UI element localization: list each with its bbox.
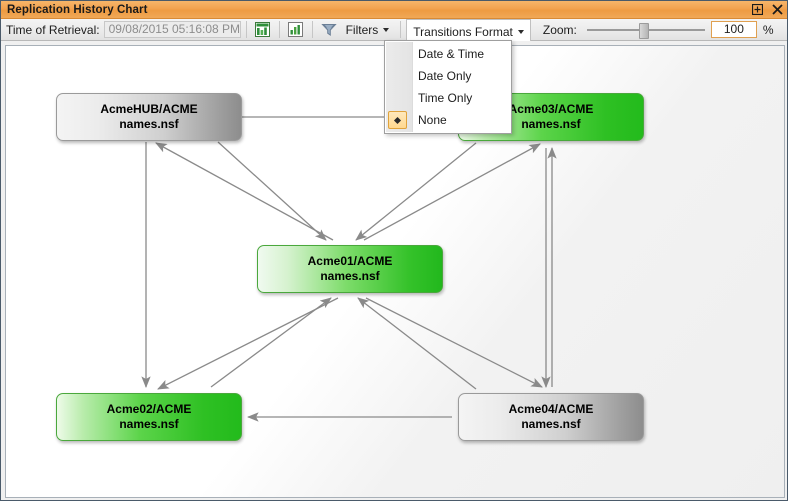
window-controls: [751, 3, 787, 16]
toolbar-separator: [245, 21, 247, 38]
edge-acme03-acme01: [355, 142, 477, 241]
toolbar-separator: [311, 21, 313, 38]
toolbar-separator: [278, 21, 280, 38]
selected-radio-icon: [388, 111, 407, 129]
transitions-format-label: Transitions Format: [413, 24, 513, 39]
transitions-format-menu-button[interactable]: Transitions Format: [406, 19, 531, 41]
filters-label: Filters: [345, 22, 379, 37]
zoom-slider-thumb[interactable]: [638, 22, 649, 39]
node-label-line2: names.nsf: [119, 117, 179, 131]
edge-acme04-acme01: [357, 297, 477, 390]
node-label-line2: names.nsf: [521, 417, 581, 431]
node-label-line1: Acme02/ACME: [106, 402, 192, 416]
funnel-icon[interactable]: [318, 20, 340, 40]
node-acme02[interactable]: Acme02/ACME names.nsf: [56, 393, 242, 441]
node-label-line1: Acme04/ACME: [508, 402, 594, 416]
menu-item-date-and-time[interactable]: Date & Time: [385, 43, 511, 65]
menu-item-time-only[interactable]: Time Only: [385, 87, 511, 109]
table-chart-icon[interactable]: [252, 20, 274, 40]
node-label-line1: AcmeHUB/ACME: [100, 102, 198, 116]
chevron-down-icon: [517, 29, 524, 34]
node-acmehub[interactable]: AcmeHUB/ACME names.nsf: [56, 93, 242, 141]
zoom-input[interactable]: 100: [710, 21, 757, 38]
transitions-format-dropdown-menu[interactable]: Date & Time Date Only Time Only None: [384, 40, 512, 134]
close-icon[interactable]: [771, 3, 784, 16]
node-label-line2: names.nsf: [521, 117, 581, 131]
node-acme01[interactable]: Acme01/ACME names.nsf: [257, 245, 443, 293]
menu-item-label: Date Only: [418, 69, 472, 83]
menu-item-date-only[interactable]: Date Only: [385, 65, 511, 87]
menu-item-none[interactable]: None: [385, 109, 511, 131]
edge-hub-acme01: [217, 141, 327, 241]
toolbar-separator: [400, 21, 402, 38]
menu-item-label: Time Only: [418, 91, 473, 105]
node-label-line1: Acme03/ACME: [508, 102, 594, 116]
zoom-label: Zoom:: [542, 22, 577, 37]
maximize-icon[interactable]: [751, 3, 764, 16]
menu-item-label: None: [418, 113, 447, 127]
edge-acme01-hub: [155, 142, 334, 241]
bar-chart-icon[interactable]: [285, 20, 307, 40]
zoom-control: Zoom: 100 %: [542, 21, 774, 39]
title-bar: Replication History Chart: [1, 1, 787, 19]
chevron-down-icon: [383, 27, 390, 32]
node-acme04[interactable]: Acme04/ACME names.nsf: [458, 393, 644, 441]
time-of-retrieval-label: Time of Retrieval:: [6, 22, 100, 37]
zoom-percent-label: %: [762, 22, 774, 37]
edge-acme01-acme04: [365, 297, 543, 388]
toolbar: Time of Retrieval: 09/08/2015 05:16:08 P…: [1, 19, 787, 41]
diamond-glyph: [393, 116, 402, 124]
edge-acme01-acme02: [157, 297, 339, 390]
page-title: Replication History Chart: [7, 3, 148, 16]
filters-menu-button[interactable]: Filters: [340, 20, 396, 40]
menu-item-label: Date & Time: [418, 47, 485, 61]
node-label-line2: names.nsf: [320, 269, 380, 283]
edge-acme02-acme01: [210, 297, 332, 388]
edge-acme01-acme03: [363, 143, 541, 241]
node-label-line1: Acme01/ACME: [307, 254, 393, 268]
time-of-retrieval-value: 09/08/2015 05:16:08 PM: [103, 21, 241, 38]
zoom-slider[interactable]: [586, 22, 705, 39]
node-label-line2: names.nsf: [119, 417, 179, 431]
